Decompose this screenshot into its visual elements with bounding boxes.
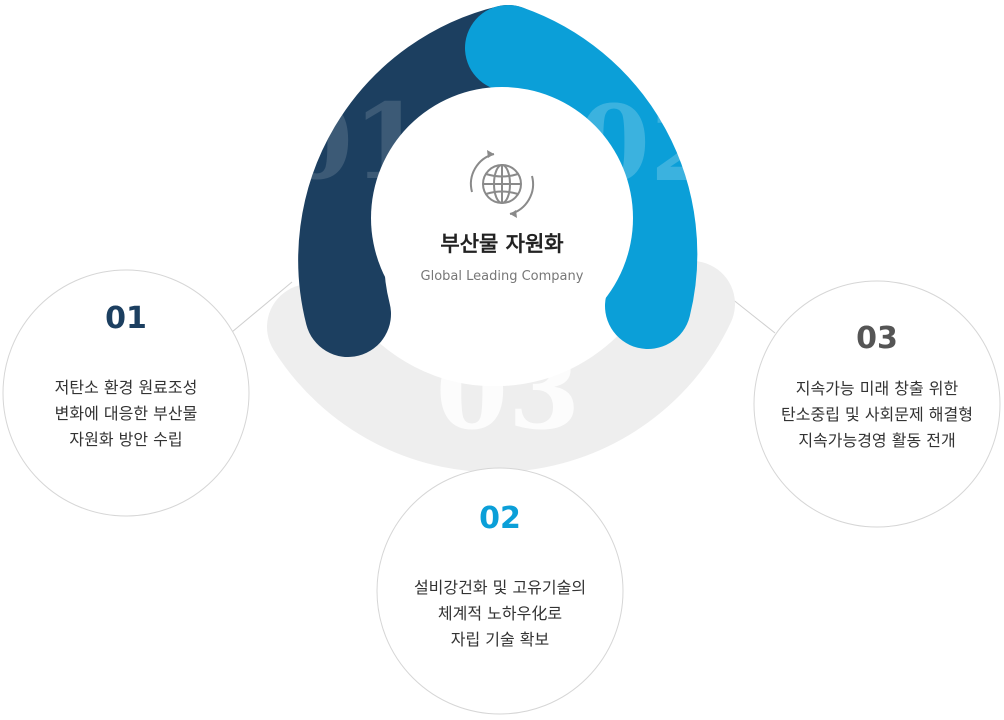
- item-01-line-1: 저탄소 환경 원료조성: [55, 378, 198, 397]
- ring-segment-02: [465, 5, 698, 349]
- item-number-01: 01: [105, 301, 147, 336]
- item-number-03: 03: [856, 321, 898, 356]
- center-title: 부산물 자원화: [440, 232, 564, 256]
- item-03-line-3: 지속가능경영 활동 전개: [798, 431, 955, 450]
- item-circle-03: [753, 280, 1001, 528]
- item-02-line-2: 체계적 노하우化로: [438, 604, 562, 623]
- ring-number-03: 03: [436, 330, 581, 453]
- center-subtitle: Global Leading Company: [421, 269, 584, 284]
- item-01-line-2: 변화에 대응한 부산물: [55, 404, 198, 423]
- item-02-line-1: 설비강건화 및 고유기술의: [414, 578, 586, 597]
- item-03-line-2: 탄소중립 및 사회문제 해결형: [781, 405, 973, 424]
- item-03-line-1: 지속가능 미래 창출 위한: [796, 379, 959, 398]
- globe-recycle-icon: [469, 150, 535, 218]
- item-number-02: 02: [479, 501, 521, 536]
- connector-line-01: [231, 281, 293, 333]
- item-circle-01: [2, 269, 250, 517]
- item-02-line-3: 자립 기술 확보: [451, 630, 550, 649]
- item-01-line-3: 자원화 방안 수립: [69, 430, 182, 449]
- center-circle: [371, 87, 633, 349]
- ring-segment-03: [267, 261, 735, 473]
- ring-segment-01: [298, 5, 551, 357]
- item-circle-02: [376, 467, 624, 715]
